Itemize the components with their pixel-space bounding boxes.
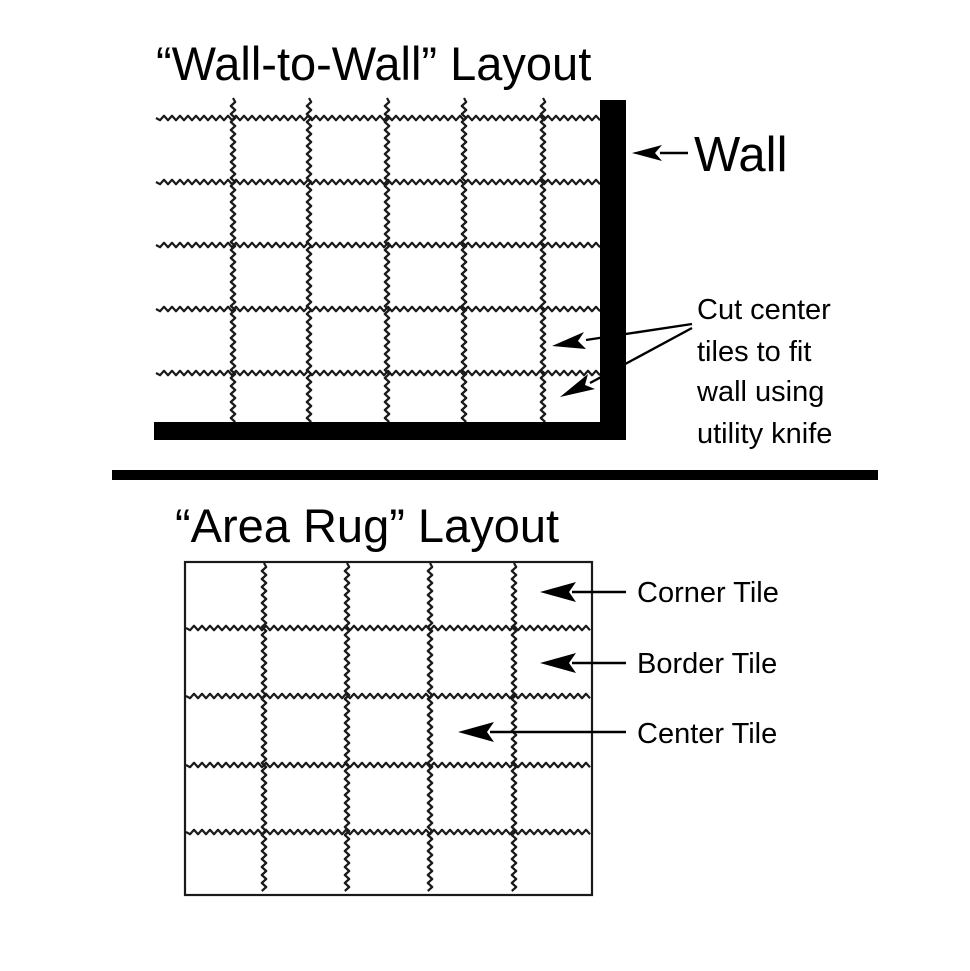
cut-arrowhead-lower xyxy=(560,374,595,397)
section-divider xyxy=(112,470,878,480)
tile-seam-horizontal xyxy=(185,624,591,632)
center-tile-callout: Center Tile xyxy=(458,718,777,750)
tile-seam-vertical xyxy=(305,97,313,423)
area-rug-border xyxy=(183,560,594,897)
tile-seam-vertical xyxy=(426,562,434,892)
cut-callout-line-upper xyxy=(585,322,693,342)
tile-seam-horizontal xyxy=(155,305,601,313)
tile-seam-vertical xyxy=(229,97,237,423)
area-rug-title: “Area Rug” Layout xyxy=(175,499,559,552)
cut-note-line-1: Cut center xyxy=(697,294,831,326)
cut-note-line-3: wall using xyxy=(696,376,824,408)
tile-seam-vertical xyxy=(510,562,518,892)
tile-seam-vertical xyxy=(260,562,268,892)
tile-seam-vertical xyxy=(343,562,351,892)
tile-seam-horizontal xyxy=(155,241,601,249)
border-tile-callout: Border Tile xyxy=(540,648,777,680)
cut-tiles-callout: Cut center tiles to fit wall using utili… xyxy=(552,294,832,450)
tile-seam-horizontal xyxy=(185,692,591,700)
tile-seam-horizontal xyxy=(155,178,601,186)
corner-tile-label: Corner Tile xyxy=(637,577,779,609)
corner-arrowhead xyxy=(540,582,576,602)
tile-seam-horizontal xyxy=(185,761,591,769)
wall-label: Wall xyxy=(694,128,787,182)
area-rug-tile-grid xyxy=(185,562,591,892)
center-tile-label: Center Tile xyxy=(637,718,777,750)
wall-arrowhead xyxy=(632,145,662,161)
wall-callout: Wall xyxy=(632,128,787,182)
center-arrowhead xyxy=(458,722,494,742)
wall-to-wall-title: “Wall-to-Wall” Layout xyxy=(156,37,591,90)
area-rug-section: “Area Rug” Layout Corner Tile Border Til… xyxy=(175,499,779,897)
tile-seam-vertical xyxy=(383,97,391,423)
wall-right xyxy=(600,100,626,440)
cut-callout-line-lower xyxy=(589,326,693,385)
cut-note-line-2: tiles to fit xyxy=(697,336,811,368)
tile-seam-vertical xyxy=(460,97,468,423)
wall-bottom xyxy=(154,422,626,440)
tile-seam-horizontal xyxy=(155,114,601,122)
border-arrowhead xyxy=(540,653,576,673)
corner-tile-callout: Corner Tile xyxy=(540,577,779,609)
tile-seam-horizontal xyxy=(185,828,591,836)
border-tile-label: Border Tile xyxy=(637,648,777,680)
tile-seam-vertical xyxy=(539,97,547,423)
cut-note-line-4: utility knife xyxy=(697,418,832,450)
wall-to-wall-tile-grid xyxy=(155,97,601,423)
wall-to-wall-section: “Wall-to-Wall” Layout Wall Cut center ti… xyxy=(154,37,832,450)
tile-seam-horizontal xyxy=(155,369,601,377)
cut-arrowhead-upper xyxy=(552,332,586,349)
